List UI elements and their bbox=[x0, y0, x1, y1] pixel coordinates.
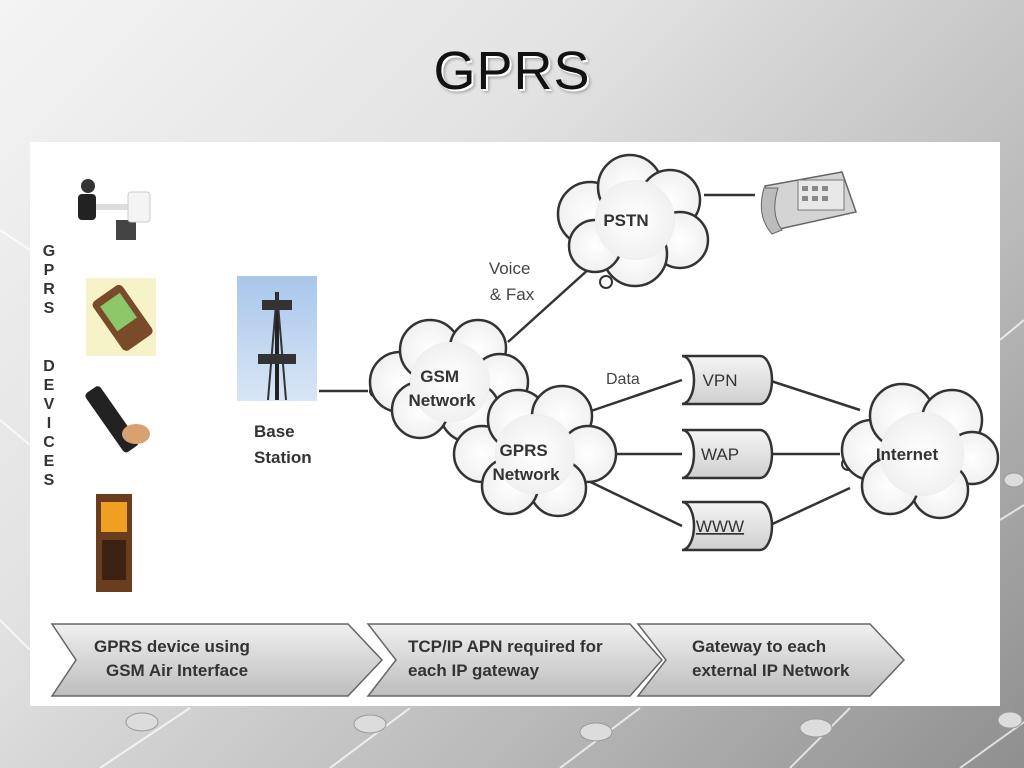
gateway-vpn-label: VPN bbox=[703, 371, 738, 390]
person-at-desk-icon bbox=[78, 179, 151, 240]
gprs-network-cloud-icon bbox=[452, 384, 618, 518]
vertical-letter: V bbox=[43, 396, 55, 413]
data-label: Data bbox=[606, 371, 640, 388]
slide-title: GPRS bbox=[433, 41, 591, 101]
gateway-www-label: WWW bbox=[696, 517, 744, 536]
internet-label: Internet bbox=[876, 445, 939, 464]
pda-device-icon bbox=[86, 278, 156, 356]
gateway-wap-label: WAP bbox=[701, 445, 739, 464]
link-vpn-to-internet bbox=[767, 378, 861, 412]
gateway-wap: WAP bbox=[681, 428, 774, 480]
process-step-2: TCP/IP APN required for each IP gateway bbox=[366, 623, 664, 697]
devices-vertical-label-bottom: D E V I C E S bbox=[40, 357, 58, 490]
link-gprs-to-www bbox=[577, 474, 683, 528]
vertical-letter: C bbox=[43, 434, 55, 451]
vertical-letter: G bbox=[42, 243, 56, 260]
pstn-label: PSTN bbox=[603, 211, 648, 230]
vertical-letter: I bbox=[46, 415, 52, 432]
process-step-3: Gateway to each external IP Network bbox=[636, 623, 906, 697]
mobile-phone-icon bbox=[85, 386, 150, 453]
base-station-tower-icon bbox=[237, 276, 317, 401]
vertical-letter: E bbox=[43, 453, 55, 470]
diagram-panel: G P R S D E V I C E S bbox=[30, 142, 1000, 706]
gprs-network-diagram: Base Station bbox=[50, 153, 1000, 697]
pstn-cloud-icon bbox=[556, 153, 710, 288]
vertical-letter: D bbox=[43, 358, 55, 375]
svg-text:TCP/IP APN required for: TCP/IP APN required for each IP gateway bbox=[408, 637, 607, 680]
telephone-icon bbox=[760, 171, 857, 235]
svg-text:Gateway to each exter: Gateway to each external IP Network bbox=[692, 637, 850, 680]
devices-vertical-label-top: G P R S bbox=[40, 242, 58, 318]
base-station-label: Base Station bbox=[254, 422, 312, 467]
gateway-www: WWW bbox=[681, 500, 774, 552]
link-www-to-internet bbox=[767, 486, 851, 528]
vertical-letter: S bbox=[43, 472, 55, 489]
process-step-1: GPRS device using GSM Air Interface bbox=[50, 623, 384, 697]
gprs-network-label: GPRS Network bbox=[492, 441, 560, 484]
link-gsm-to-pstn bbox=[507, 267, 591, 343]
vertical-letter: S bbox=[43, 300, 55, 317]
vertical-letter: R bbox=[43, 281, 55, 298]
vertical-letter: E bbox=[43, 377, 55, 394]
link-gprs-to-vpn bbox=[587, 378, 683, 414]
gateway-vpn: VPN bbox=[681, 354, 774, 406]
connector-ring bbox=[599, 275, 613, 289]
kiosk-terminal-icon bbox=[96, 494, 132, 592]
gsm-network-label: GSM Network bbox=[408, 367, 476, 410]
vertical-letter: P bbox=[43, 262, 55, 279]
voice-fax-label: Voice & Fax bbox=[489, 259, 535, 304]
svg-text:GPRS device using GSM: GPRS device using GSM Air Interface bbox=[94, 637, 255, 680]
internet-cloud-icon bbox=[840, 382, 1000, 520]
